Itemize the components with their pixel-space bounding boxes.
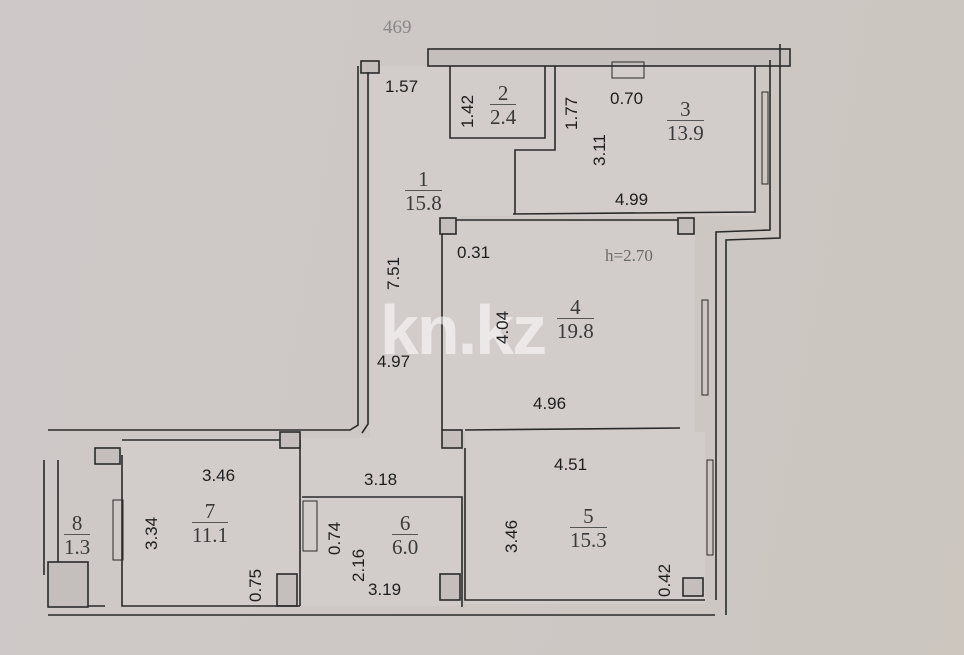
room-1-number: 1 <box>405 168 442 191</box>
column-room5 <box>441 429 463 449</box>
dim-4-97: 4.97 <box>377 352 411 371</box>
dim-4-96: 4.96 <box>533 394 567 413</box>
room-fill-top <box>370 66 755 216</box>
dim-4-51: 4.51 <box>554 455 588 474</box>
window-room3 <box>761 91 769 185</box>
room-4-area: 19.8 <box>557 319 594 343</box>
dim-0-31: 0.31 <box>457 243 491 262</box>
dim-4-99: 4.99 <box>615 190 649 209</box>
dim-3-34: 3.34 <box>142 516 161 550</box>
room-7-number: 7 <box>192 500 228 523</box>
dim-3-18: 3.18 <box>364 470 398 489</box>
wall-right-outer2 <box>725 44 781 615</box>
wall-right-outer <box>715 60 771 600</box>
column-room7 <box>279 431 301 449</box>
column-room4 <box>439 217 457 235</box>
room-5-area: 15.3 <box>570 528 607 552</box>
room-fill-4 <box>445 222 695 432</box>
wall-left-inner <box>361 72 369 434</box>
room-fill-5 <box>465 432 705 604</box>
wall-room3-bottom <box>512 66 756 215</box>
dim-3-11: 3.11 <box>590 134 609 166</box>
dim-0-74: 0.74 <box>325 521 344 555</box>
room-4-number: 4 <box>557 296 594 319</box>
wall-top <box>427 48 791 67</box>
room-7-area: 11.1 <box>192 523 228 547</box>
wall-left-outer <box>48 66 359 431</box>
watermark: kn.kz <box>380 291 547 369</box>
window-room4 <box>701 299 709 396</box>
wall-bathroom2-right <box>514 66 556 214</box>
room-8-area: 1.3 <box>64 535 91 559</box>
room-1-area: 15.8 <box>405 191 442 215</box>
room-2-number: 2 <box>490 82 517 105</box>
dim-1-77: 1.77 <box>562 96 581 130</box>
room-3-area: 13.9 <box>667 121 704 145</box>
dim-4-04: 4.04 <box>493 310 512 344</box>
room-5-number: 5 <box>570 505 607 528</box>
room-3-number: 3 <box>667 98 704 121</box>
room-8-number: 8 <box>64 512 91 535</box>
wall-room6 <box>302 496 463 607</box>
room-6-number: 6 <box>392 512 419 535</box>
column-room7-bottom <box>276 573 298 607</box>
wall-room5 <box>464 448 705 601</box>
wall-room4-bottom <box>464 427 681 431</box>
dim-1-57: 1.57 <box>385 77 419 96</box>
wall-room7 <box>121 455 300 607</box>
dim-0-75: 0.75 <box>246 568 265 602</box>
balcony-block <box>47 561 89 608</box>
column-room5-right <box>682 577 704 597</box>
window-room5 <box>706 459 714 556</box>
dim-3-46-top: 3.46 <box>202 466 236 485</box>
column-room6 <box>439 573 461 601</box>
shaft-room6 <box>302 500 318 552</box>
dim-1-42: 1.42 <box>458 94 477 128</box>
dim-3-46-side: 3.46 <box>502 519 521 553</box>
balcony-column <box>94 447 121 465</box>
dim-7-51: 7.51 <box>384 256 403 290</box>
room-2-area: 2.4 <box>490 105 517 129</box>
building-axis-label: 469 <box>383 17 412 38</box>
wall-bathroom2 <box>449 66 546 139</box>
dim-0-42: 0.42 <box>655 563 674 597</box>
dim-3-19: 3.19 <box>368 580 402 599</box>
room-6-area: 6.0 <box>392 535 419 559</box>
window-room7 <box>112 499 124 561</box>
dim-0-70: 0.70 <box>610 89 644 108</box>
column-room4-right <box>677 217 695 235</box>
wall-corner-top-left <box>360 60 380 74</box>
dim-2-16: 2.16 <box>349 548 368 582</box>
ceiling-height-label: h=2.70 <box>605 246 653 265</box>
vent-shaft <box>611 61 645 79</box>
